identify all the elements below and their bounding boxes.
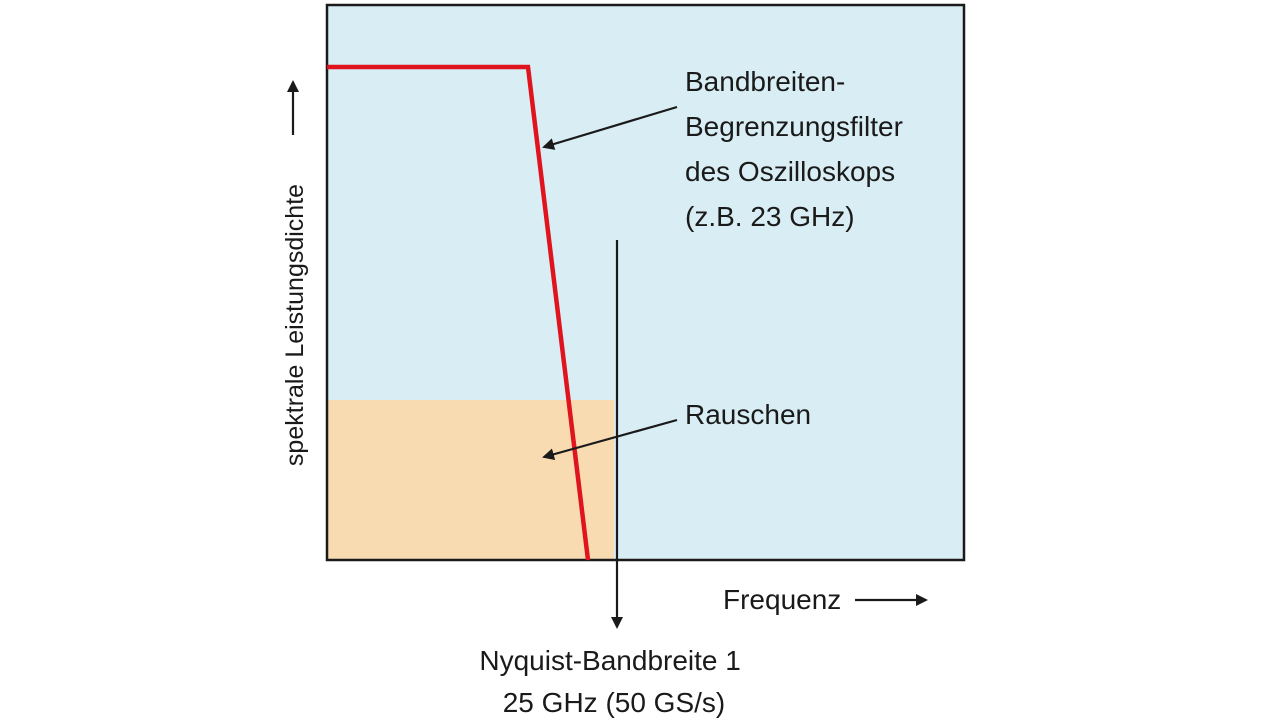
filter-response-curve [327, 64, 591, 561]
noise-annotation: Rauschen [685, 399, 811, 430]
y-axis-label: spektrale Leistungsdichte [281, 184, 309, 466]
x-axis-label: Frequenz [723, 584, 841, 615]
filter-pointer-arrow [542, 105, 678, 150]
nyquist-annotation: Nyquist-Bandbreite 1 25 GHz (50 GS/s) [479, 645, 748, 718]
nyquist-annotation-line-1: Nyquist-Bandbreite 1 [479, 645, 740, 676]
filter-annotation-line-1: Bandbreiten- [685, 66, 845, 97]
filter-annotation-line-2: Begrenzungsfilter [685, 111, 903, 142]
noise-pointer-arrow [542, 418, 678, 461]
filter-annotation-line-3: des Oszilloskops [685, 156, 895, 187]
plot-frame [325, 3, 966, 562]
filter-annotation-line-4: (z.B. 23 GHz) [685, 201, 855, 232]
noise-region [327, 400, 614, 560]
filter-annotation: Bandbreiten- Begrenzungsfilter des Oszil… [685, 66, 911, 232]
nyquist-annotation-line-2: 25 GHz (50 GS/s) [503, 687, 726, 718]
